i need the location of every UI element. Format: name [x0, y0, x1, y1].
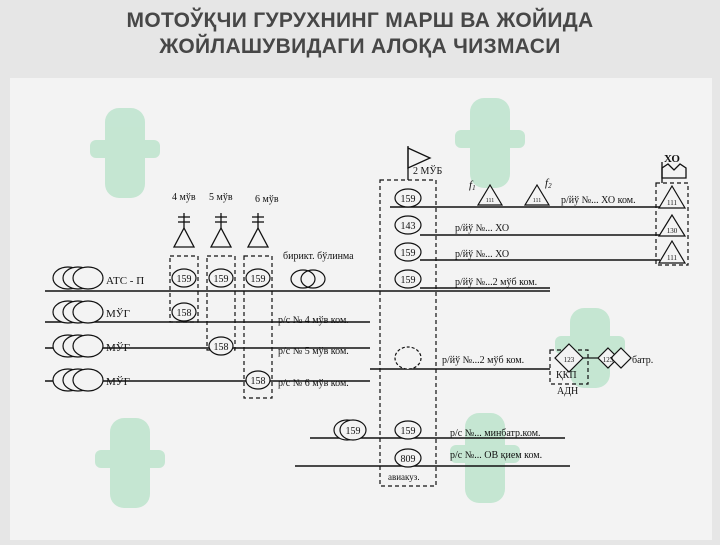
watermark-logos [90, 98, 625, 508]
watermark-logo-1 [90, 108, 160, 198]
batr-label: батр. [632, 355, 653, 366]
box-col4 [169, 255, 199, 323]
hq-nodes [394, 188, 422, 468]
antennas [172, 213, 270, 248]
mug3-node [52, 368, 104, 392]
triangle-f1-number: 111 [486, 198, 495, 204]
watermark-logo-4 [450, 413, 520, 503]
communication-diagram: АТС - П МЎГ МЎГ МЎГ 4 мўв 5 мўв 6 мўв 15… [45, 98, 689, 508]
mug2-label: МЎГ [106, 342, 130, 354]
box-xo [655, 182, 689, 266]
flag-2mub-icon [407, 146, 432, 180]
rs6-label: р/с № 6 мўв ком. [278, 378, 349, 389]
ats-label: АТС - П [106, 275, 144, 287]
node-159-col5: 159 [214, 274, 229, 285]
col5-header: 5 мўв [209, 192, 233, 203]
triangle-f2-number: 111 [533, 198, 542, 204]
r2-label: р/йў №... ХО [455, 223, 509, 234]
node-158-col6: 158 [251, 376, 266, 387]
column-nodes [171, 268, 271, 390]
xo-triangles [657, 184, 687, 264]
flag-xo-icon [661, 162, 687, 183]
xo-triangle-2: 130 [667, 227, 678, 235]
title-line-1: МОТОЎҚЧИ ГУРУХНИНГ МАРШ ВА ЖОЙИДА [126, 9, 594, 32]
col6-header: 6 мўв [255, 194, 279, 205]
mug1-label: МЎГ [106, 308, 130, 320]
f1-label: f1 [469, 179, 476, 192]
hq-node-1: 159 [401, 194, 416, 205]
col4-header: 4 мўв [172, 192, 196, 203]
hq-node-5: 159 [401, 426, 416, 437]
hq-node-2: 143 [401, 221, 416, 232]
joined-unit-node [290, 269, 326, 289]
hq-node-3: 159 [401, 248, 416, 259]
kkp-diamonds [554, 343, 632, 373]
box-kkp [549, 349, 589, 385]
triangle-f1 [476, 183, 504, 206]
node-158-col5: 158 [214, 342, 229, 353]
kkp-label: ҚКП [556, 370, 577, 381]
node-159-col4: 159 [177, 274, 192, 285]
column-node-numbers: 159 159 159 158 158 158 [177, 274, 266, 387]
xo-triangle-3: 111 [667, 254, 677, 262]
f2-label: f2 [545, 177, 552, 190]
diagram-board: АТС - П МЎГ МЎГ МЎГ 4 мўв 5 мўв 6 мўв 15… [10, 78, 712, 540]
flag-2mub-label: 2 МЎБ [413, 165, 442, 177]
rs5-label: р/с № 5 мўв ком. [278, 346, 349, 357]
slide-title: МОТОЎҚЧИ ГУРУХНИНГ МАРШ ВА ЖОЙИДА ЖОЙЛАШ… [0, 8, 720, 60]
diamond-kkp [554, 343, 584, 373]
r4-label: р/йў №...2 мўб ком. [455, 277, 537, 288]
watermark-logo-2 [455, 98, 525, 188]
minbatr-node-number: 159 [346, 426, 361, 437]
mug3-label: МЎГ [106, 376, 130, 388]
r1-label: р/йў №... ХО ком. [561, 195, 636, 206]
node-158-col4: 158 [177, 308, 192, 319]
ov-label: р/с №... ОВ қием ком. [450, 450, 542, 461]
adn-label: АДН [557, 386, 578, 397]
hq-node-6: 809 [401, 454, 416, 465]
minbatr-label: р/с №... минбатр.ком. [450, 428, 541, 439]
rs4-label: р/с № 4 мўв ком. [278, 315, 349, 326]
diamond-3 [610, 347, 632, 369]
watermark-logo-3 [95, 418, 165, 508]
box-col6 [243, 255, 273, 399]
birikt-label: бирикт. бўлинма [283, 251, 354, 262]
diamond-kkp-number: 123 [564, 356, 575, 364]
xo-triangle-1: 111 [667, 199, 677, 207]
ats-node [52, 266, 104, 290]
hq-node-4: 159 [401, 275, 416, 286]
aviakuz-label: авиакуз. [388, 472, 420, 482]
r3-label: р/йў №... ХО [455, 249, 509, 260]
direction-triangles [476, 183, 551, 206]
triangle-f2 [523, 183, 551, 206]
node-159-col6: 159 [251, 274, 266, 285]
flag-xo-label: ХО [664, 153, 680, 165]
hq-node-numbers: 159 143 159 159 159 809 [401, 194, 416, 465]
antenna-col5 [209, 213, 233, 248]
dashed-boxes [169, 179, 689, 487]
mug1-node [52, 300, 104, 324]
minbatr-node [333, 419, 367, 441]
title-line-2: ЖОЙЛАШУВИДАГИ АЛОҚА ЧИЗМАСИ [159, 35, 561, 58]
left-nodes [52, 266, 104, 392]
antenna-col6 [246, 213, 270, 248]
r5-label: р/йў №...2 мўб ком. [442, 355, 524, 366]
diamond-2-number: 123 [603, 356, 614, 364]
mug2-node [52, 334, 104, 358]
antenna-col4 [172, 213, 196, 248]
